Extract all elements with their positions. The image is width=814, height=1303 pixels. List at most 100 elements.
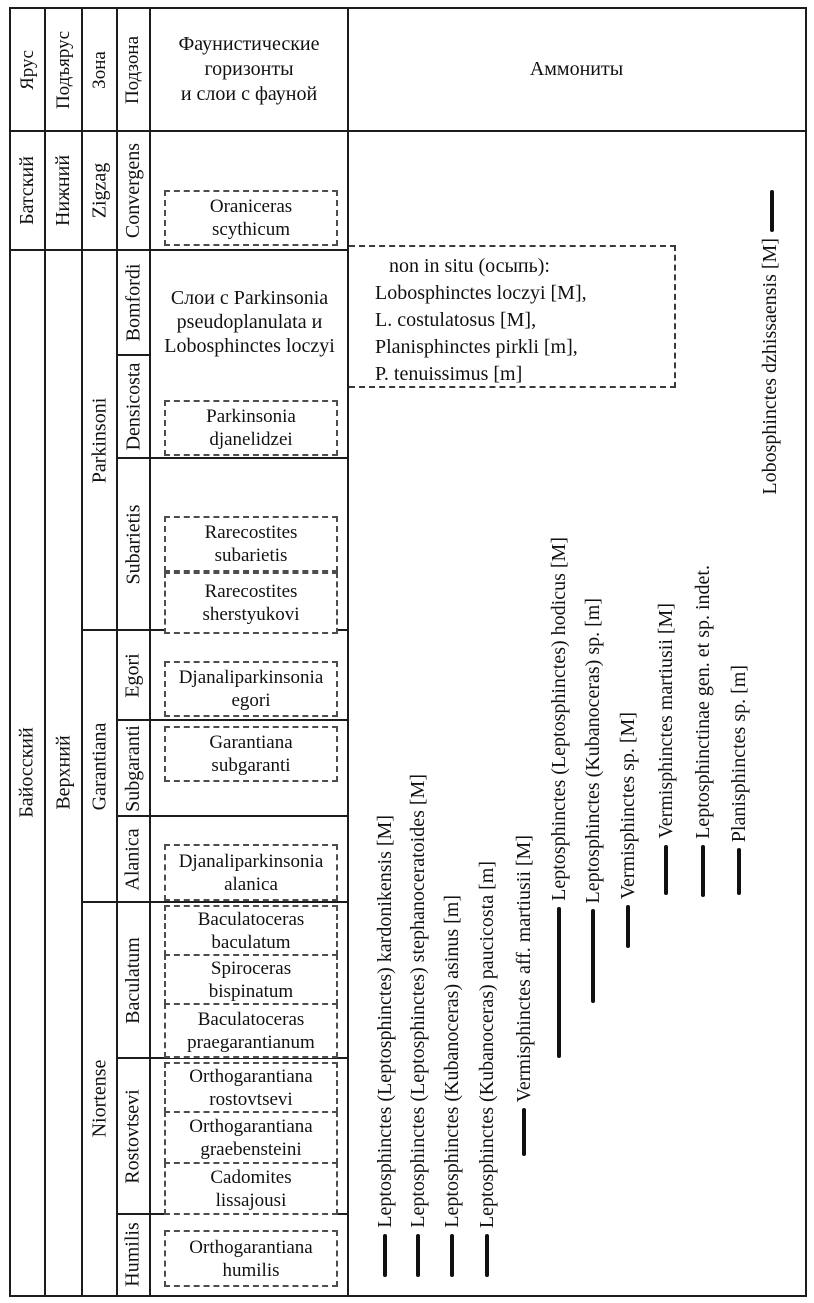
subzone-cell-alanica: Alanica: [117, 816, 150, 902]
fauna-horizon-box: Rarecostites sherstyukovi: [164, 572, 338, 634]
subzone-cell-densicosta: Densicosta: [117, 355, 150, 458]
subzone-cell-rostovtsevi: Rostovtsevi: [117, 1058, 150, 1214]
subzone-label: Humilis: [122, 1222, 145, 1287]
stage-cell-bathonian: Батский: [10, 131, 45, 250]
zone-cell-zigzag: Zigzag: [82, 131, 117, 250]
table-line: [44, 8, 46, 1295]
table-line: [149, 8, 151, 1295]
table-line: [117, 354, 150, 356]
table-line: [117, 457, 348, 459]
subzone-label: Subgaranti: [122, 724, 144, 812]
table-line: [82, 901, 348, 903]
fauna-horizon-box: Cadomites lissajousi: [164, 1162, 338, 1215]
species-label: Leptosphinctinae gen. et sp. indet.: [692, 565, 714, 839]
table-line: [81, 8, 83, 1295]
zone-label: Niortense: [88, 1059, 111, 1137]
subzone-cell-convergens: Convergens: [117, 131, 150, 250]
fauna-horizon-box: Parkinsonia djanelidzei: [164, 400, 338, 456]
ammonites-column-header: Аммониты: [529, 58, 624, 80]
species-label: Lobosphinctes dzhissaensis [M]: [759, 238, 781, 495]
substage-label: Нижний: [52, 154, 75, 227]
species-range-bar: [701, 845, 705, 897]
zone-column-header-label: Зона: [88, 50, 110, 89]
fauna-horizon-box: Djanaliparkinsonia egori: [164, 661, 338, 717]
table-line: [117, 815, 348, 817]
zone-cell-parkinsoni: Parkinsoni: [82, 250, 117, 630]
fauna-horizon-box: Baculatoceras praegarantianum: [164, 1003, 338, 1058]
species-range-bar: [485, 1234, 489, 1277]
substage-label: Верхний: [52, 735, 75, 810]
fauna-horizon-box: Oraniceras scythicum: [164, 190, 338, 246]
stage-label: Батский: [16, 156, 39, 225]
species-range-bar: [416, 1234, 420, 1277]
species-label: Leptosphinctes (Kubanoceras) paucicosta …: [476, 860, 498, 1228]
table-line: [347, 8, 349, 1295]
substage-column-header-label: Подъярус: [53, 30, 74, 109]
subzone-column-header: Подзона: [117, 8, 150, 131]
subzone-label: Convergens: [122, 142, 144, 239]
subzone-label: Subarietis: [122, 504, 144, 584]
substage-cell-upper: Верхний: [46, 250, 82, 1295]
species-label: Leptosphinctes (Leptosphinctes) hodicus …: [548, 537, 570, 901]
subzone-cell-subgaranti: Subgaranti: [117, 720, 150, 816]
species-range-bar: [770, 190, 774, 232]
subzone-cell-subarietis: Subarietis: [117, 458, 150, 630]
species-label: Leptosphinctes (Leptosphinctes) stephano…: [407, 774, 429, 1228]
fauna-horizon-box: Spiroceras bispinatum: [164, 954, 338, 1005]
table-line: [10, 130, 805, 132]
species-label: Leptosphinctes (Kubanoceras) asinus [m]: [441, 895, 463, 1228]
species-range-bar: [737, 848, 741, 895]
species-range-bar: [450, 1234, 454, 1277]
fauna-horizon-box: Baculatoceras baculatum: [164, 905, 338, 956]
subzone-cell-bomfordi: Bomfordi: [117, 250, 150, 355]
table-line: [117, 1057, 348, 1059]
species-label: Planisphinctes sp. [m]: [728, 664, 750, 842]
zone-column-header: Зона: [82, 8, 117, 131]
stage-cell-bajocian: Байосский: [10, 250, 45, 1295]
species-range-bar: [383, 1234, 387, 1277]
non-in-situ-title: non in situ (осыпь):: [389, 255, 550, 277]
species-label: Vermisphinctes sp. [M]: [617, 711, 639, 899]
fauna-horizon-box: Rarecostites subarietis: [164, 516, 338, 572]
species-label: Leptosphinctes (Leptosphinctes) kardonik…: [374, 815, 396, 1228]
zone-label: Parkinsoni: [88, 397, 110, 483]
species-range-bar: [522, 1108, 526, 1156]
species-range-bar: [626, 905, 630, 948]
species-label: Vermisphinctes aff. martiusii [M]: [513, 834, 535, 1102]
species-range-bar: [664, 845, 668, 895]
stage-column-header: Ярус: [10, 8, 45, 131]
substage-column-header: Подъярус: [46, 8, 82, 131]
zone-cell-garantiana: Garantiana: [82, 630, 117, 902]
fauna-horizon-box: Orthogarantiana rostovtsevi: [164, 1062, 338, 1113]
subzone-label: Bomfordi: [122, 263, 144, 342]
fauna-horizon-box: Djanaliparkinsonia alanica: [164, 844, 338, 901]
subzone-label: Alanica: [122, 827, 144, 891]
subzone-cell-baculatum: Baculatum: [117, 902, 150, 1058]
non-in-situ-species-list: Lobosphinctes loczyi [M], L. costulatosu…: [375, 282, 587, 385]
species-label: Vermisphinctes martiusii [M]: [655, 603, 677, 839]
species-range-bar: [591, 909, 595, 1003]
species-label: Leptosphinctes (Kubanoceras) sp. [m]: [582, 597, 604, 903]
zone-label: Zigzag: [88, 162, 110, 219]
fauna-horizon-box: Orthogarantiana graebensteini: [164, 1111, 338, 1164]
species-range-bar: [557, 907, 561, 1058]
fauna-horizon-box: Garantiana subgaranti: [164, 726, 338, 782]
zone-cell-niortense: Niortense: [82, 902, 117, 1294]
table-outer-border: [9, 7, 807, 1297]
subzone-label: Egori: [122, 652, 144, 698]
zone-label: Garantiana: [88, 722, 111, 810]
substage-cell-lower: Нижний: [46, 131, 82, 250]
stage-label: Байосский: [16, 727, 39, 818]
subzone-label: Rostovtsevi: [122, 1088, 145, 1184]
non-in-situ-box: non in situ (осыпь): Lobosphinctes loczy…: [349, 245, 676, 388]
fauna-horizon-box: Orthogarantiana humilis: [164, 1230, 338, 1287]
table-line: [116, 8, 118, 1295]
subzone-label: Densicosta: [122, 362, 145, 451]
table-line: [117, 719, 348, 721]
subzone-cell-egori: Egori: [117, 630, 150, 720]
subzone-cell-humilis: Humilis: [117, 1214, 150, 1295]
subzone-column-header-label: Подзона: [122, 35, 144, 104]
table-line: [10, 249, 348, 251]
beds-with-fauna-text: Слои с Parkinsonia pseudoplanulata и Lob…: [164, 287, 335, 357]
